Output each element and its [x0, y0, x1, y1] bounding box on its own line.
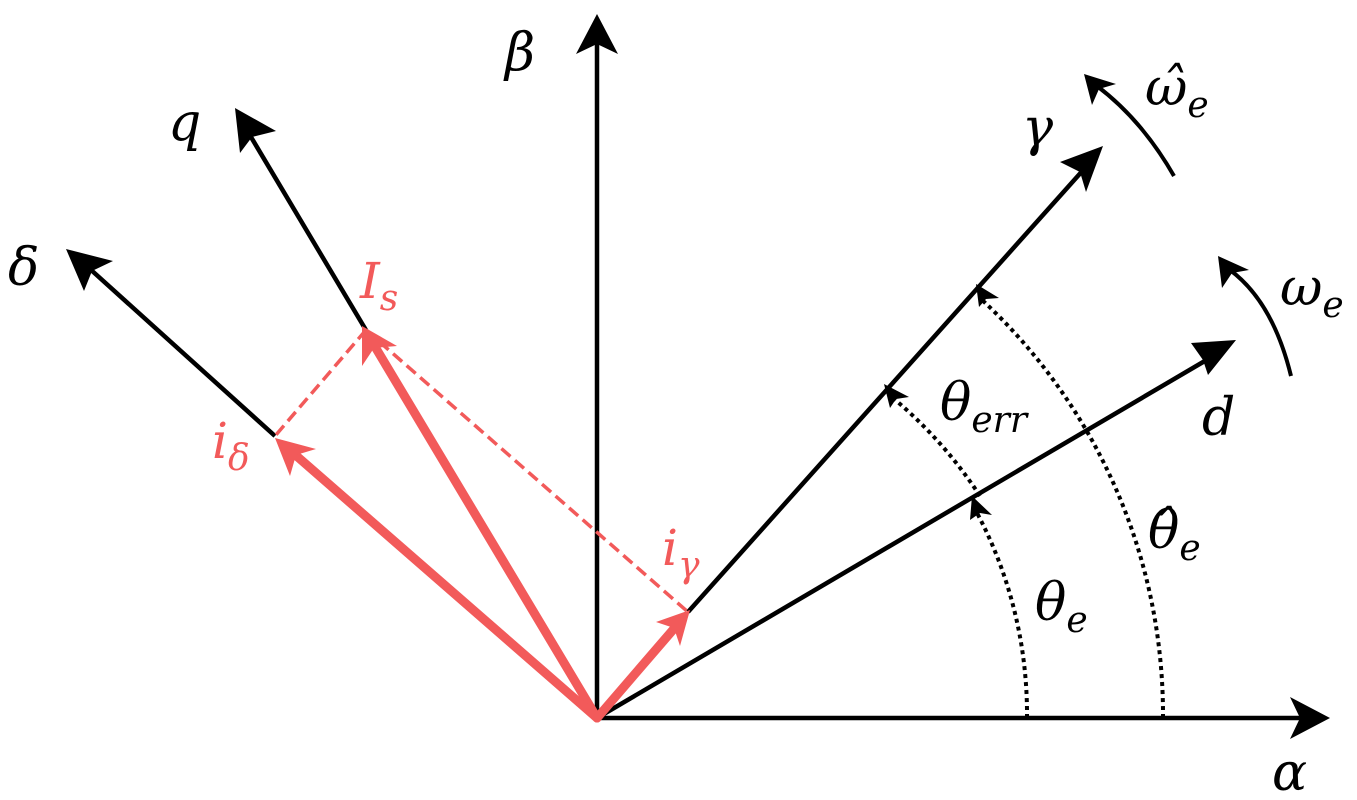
label-omega-hat-e: ω̂e	[1145, 58, 1209, 126]
delta-axis	[66, 249, 277, 438]
theta-hat-e-arc	[976, 284, 1166, 719]
beta-axis	[576, 14, 618, 718]
label-alpha: α	[1272, 743, 1307, 800]
label-omega-e: ωe	[1280, 258, 1344, 326]
label-is: Is	[359, 252, 398, 319]
projection-to-delta	[273, 328, 368, 438]
label-theta-err: θerr	[940, 373, 1029, 441]
alpha-axis	[595, 697, 1330, 739]
current-vector-i-gamma	[592, 610, 690, 723]
theta-err-arc	[884, 384, 982, 498]
label-theta-e: θe	[1035, 573, 1088, 641]
label-d: d	[1202, 388, 1235, 448]
theta-e-arc	[970, 496, 1030, 719]
omega-hat-e-arc	[1084, 74, 1176, 177]
label-delta: δ	[8, 238, 39, 298]
label-beta: β	[503, 23, 535, 83]
current-vector-i-delta	[275, 438, 602, 723]
projection-lines	[273, 328, 690, 614]
label-i-gamma: iγ	[662, 519, 700, 586]
omega-e-arc	[1218, 256, 1293, 377]
label-theta-hat-e: θ̂e	[1148, 501, 1201, 569]
label-q: q	[168, 93, 201, 153]
label-i-delta: iδ	[212, 412, 250, 479]
current-vector-is	[362, 326, 602, 723]
label-gamma: γ	[1022, 98, 1054, 158]
d-axis	[595, 340, 1236, 720]
projection-to-gamma	[364, 328, 690, 614]
